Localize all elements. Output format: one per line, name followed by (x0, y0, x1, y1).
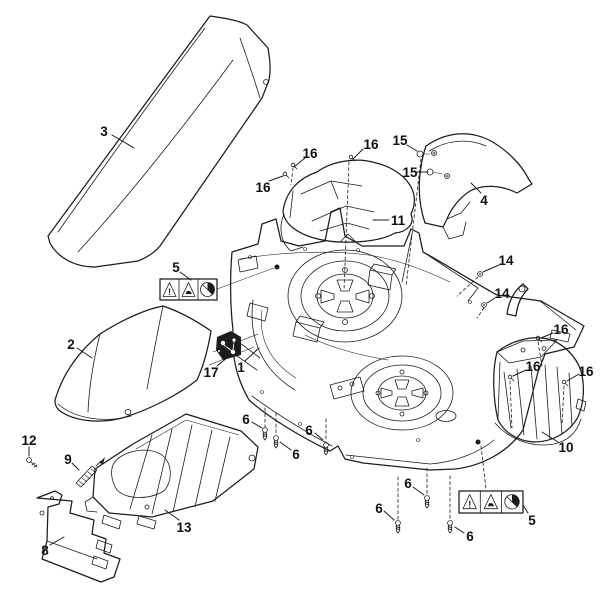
callout-part-17: 17 (203, 365, 218, 380)
screw-6 (447, 520, 453, 534)
label-position-dot (475, 439, 481, 445)
part-8-mounting-bracket (36, 490, 121, 583)
leader-lines (28, 134, 580, 546)
screw-14 (481, 302, 487, 308)
callout-part-1: 1 (237, 360, 245, 375)
part-3-discharge-chute (47, 15, 271, 268)
part-10-discharge-cover (493, 337, 587, 446)
part-13-housing-cover (84, 413, 259, 530)
part-11-belt-cover (280, 159, 415, 252)
callout-part-3: 3 (100, 124, 108, 139)
callout-part-16: 16 (302, 146, 318, 161)
screws-16 (282, 154, 569, 387)
label-position-dot (274, 264, 280, 270)
callout-part-15: 15 (402, 165, 418, 180)
callouts: 3 16 16 16 15 15 4 11 14 14 16 16 16 5 1… (21, 124, 594, 558)
callout-part-6: 6 (404, 476, 412, 491)
callout-part-16: 16 (553, 322, 569, 337)
part-4-guard-bracket (418, 133, 533, 240)
callout-part-6: 6 (466, 529, 474, 544)
callout-part-14: 14 (498, 253, 514, 268)
warning-label-top: ! (159, 278, 218, 301)
part-17-info-label (216, 331, 241, 360)
screw-16 (535, 335, 543, 343)
callout-part-8: 8 (41, 543, 49, 558)
screws-6 (262, 427, 453, 534)
screws-14 (477, 271, 487, 308)
callout-part-14: 14 (494, 286, 510, 301)
screw-6 (262, 427, 268, 441)
callout-part-2: 2 (67, 337, 75, 352)
warning-triangle-hazard-icon (181, 282, 196, 297)
exclamation-mark: ! (468, 500, 471, 510)
callout-part-6: 6 (375, 501, 383, 516)
callout-part-13: 13 (176, 520, 192, 535)
callout-part-6: 6 (305, 423, 313, 438)
callout-part-5: 5 (528, 513, 536, 528)
screw-6 (424, 495, 430, 509)
screw-6 (395, 520, 401, 534)
prohibition-circle-icon (200, 282, 215, 297)
callout-part-6: 6 (242, 412, 250, 427)
warning-label-bottom: ! (458, 490, 524, 514)
callout-part-11: 11 (391, 213, 406, 228)
callout-part-4: 4 (480, 193, 488, 208)
callout-part-12: 12 (21, 433, 36, 448)
screw-16 (282, 171, 290, 179)
warning-triangle-hazard-icon (483, 494, 498, 510)
screw-6 (273, 435, 279, 449)
screw-6 (323, 442, 329, 456)
warning-triangle-exclamation-icon: ! (462, 494, 477, 510)
callout-part-16: 16 (363, 137, 379, 152)
part-12-screw (26, 457, 38, 468)
callout-part-9: 9 (64, 452, 72, 467)
callout-part-16: 16 (525, 359, 541, 374)
screw-16 (290, 162, 298, 170)
part-1-mower-deck (229, 207, 585, 471)
callout-part-6: 6 (292, 447, 300, 462)
callout-part-16: 16 (255, 180, 271, 195)
construction-lines (208, 158, 565, 521)
callout-part-15: 15 (392, 133, 408, 148)
warning-triangle-exclamation-icon: ! (162, 282, 177, 297)
exclamation-mark: ! (168, 287, 171, 297)
callout-part-5: 5 (172, 260, 180, 275)
prohibition-circle-icon (504, 494, 520, 510)
screw-16 (561, 379, 569, 387)
screws-15 (416, 150, 450, 179)
part-2-deflector (54, 305, 212, 422)
screw-14 (477, 271, 483, 277)
screw-16 (507, 374, 515, 382)
part-14-lever-arm (506, 283, 529, 317)
part-9-spring (75, 457, 105, 488)
callout-part-16: 16 (578, 364, 594, 379)
callout-part-10: 10 (558, 440, 573, 455)
